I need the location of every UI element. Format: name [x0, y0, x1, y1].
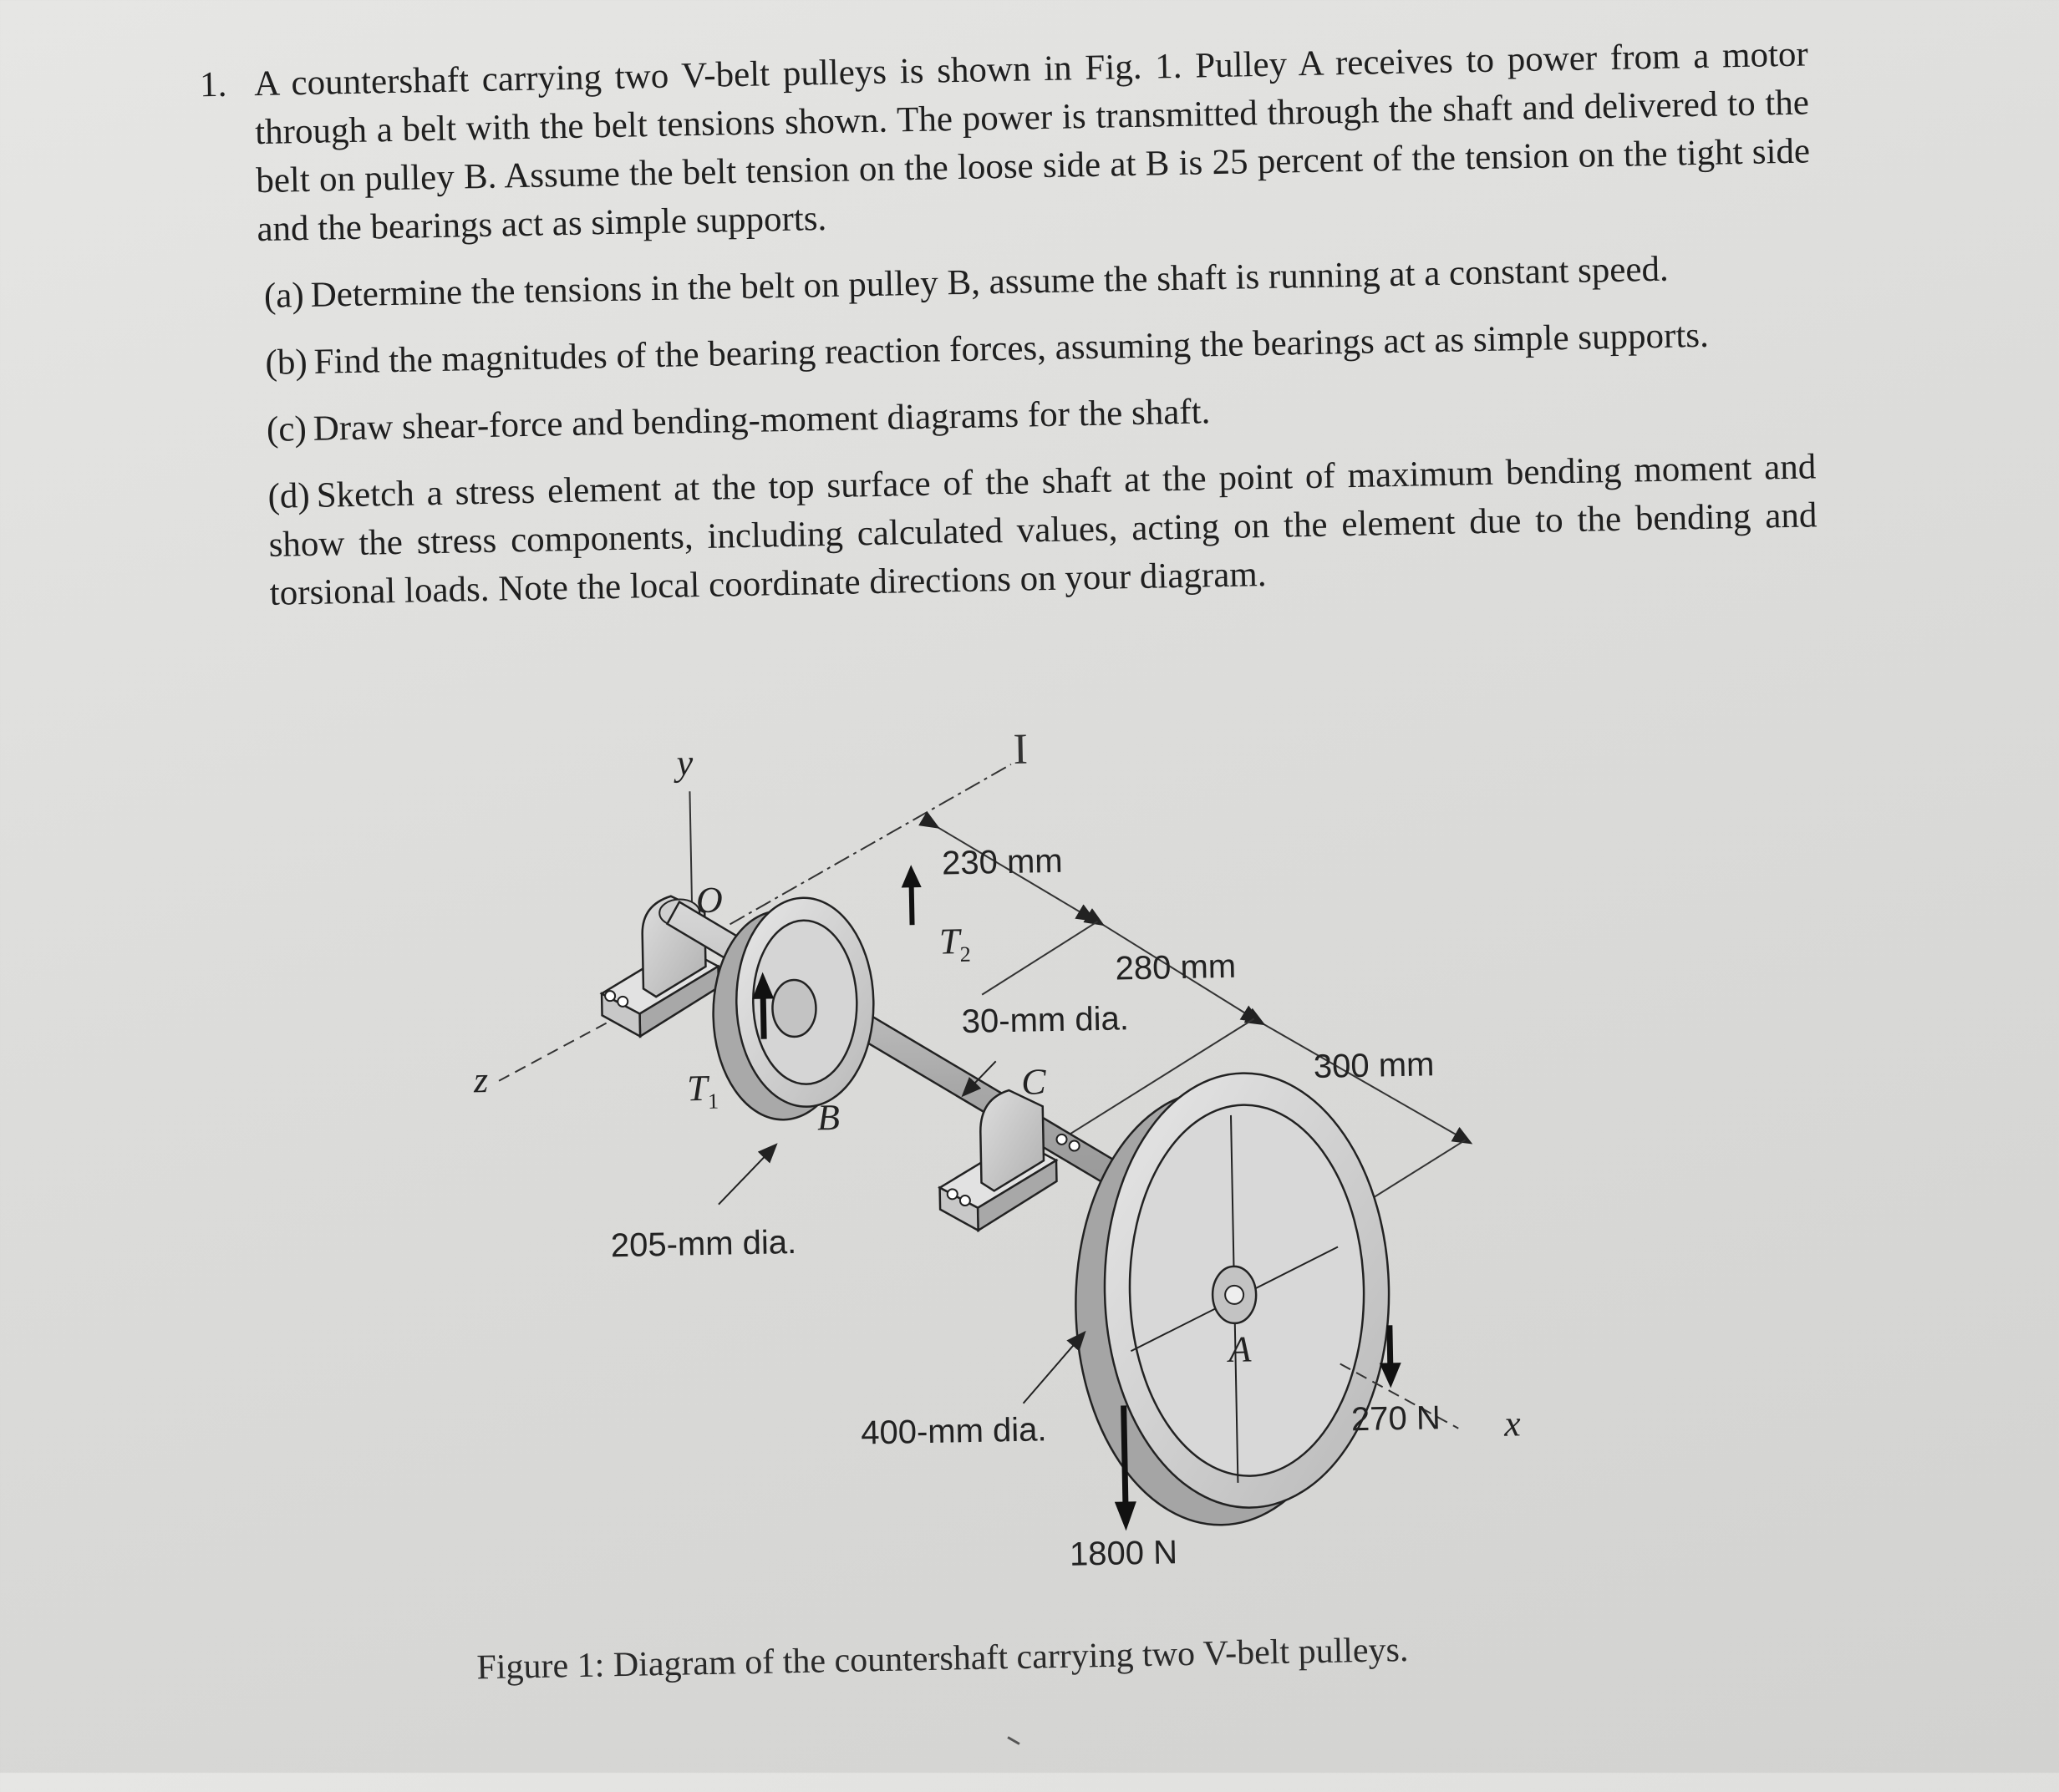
t2-arrowhead — [901, 865, 922, 888]
part-d-text: Sketch a stress element at the top surfa… — [268, 447, 1818, 613]
part-c-text: Draw shear-force and bending-moment diag… — [313, 392, 1211, 449]
axis-y-label: y — [676, 742, 694, 784]
z-axis — [498, 1013, 624, 1082]
ext-line-1 — [981, 921, 1099, 996]
part-c: (c)Draw shear-force and bending-moment d… — [266, 376, 1815, 454]
shaft-dia-label: 30-mm dia. — [961, 1000, 1130, 1041]
dim-300-label: 300 mm — [1313, 1046, 1435, 1086]
t1-label: T1 — [686, 1067, 719, 1114]
bearing-o — [599, 895, 743, 1038]
part-b-text: Find the magnitudes of the bearing react… — [313, 315, 1710, 382]
force-1800-label: 1800 N — [1069, 1534, 1178, 1573]
shaft-centerline-top — [730, 764, 1012, 926]
pulley-a-dia-label: 400-mm dia. — [860, 1411, 1047, 1452]
part-b: (b)Find the magnitudes of the bearing re… — [265, 309, 1814, 388]
problem-1: 1. A countershaft carrying two V-belt pu… — [200, 30, 1818, 619]
pulley-a-label: A — [1228, 1328, 1252, 1371]
part-d: (d)Sketch a stress element at the top su… — [267, 443, 1818, 618]
countershaft-drawing — [498, 764, 1473, 1531]
countershaft-figure: y z x O 230 mm 280 mm 300 mm 30-mm dia. … — [425, 698, 1611, 1573]
problem-statement: A countershaft carrying two V-belt pulle… — [253, 34, 1811, 250]
dim-230-label: 230 mm — [941, 842, 1064, 882]
y-axis — [689, 791, 694, 905]
leader-30 — [961, 1060, 997, 1098]
dim-230-line — [918, 810, 1097, 922]
figure-caption: Figure 1: Diagram of the countershaft ca… — [476, 1630, 1409, 1688]
axis-z-label: z — [473, 1058, 489, 1101]
pulley-b-label: B — [816, 1096, 841, 1139]
ext-line-2 — [1067, 1018, 1255, 1136]
force-1800-arrow — [1121, 1405, 1129, 1510]
part-a-text: Determine the tensions in the belt on pu… — [310, 249, 1670, 315]
force-1800-arrowhead — [1114, 1501, 1136, 1531]
part-c-label: (c) — [266, 409, 308, 449]
x-axis — [1340, 1363, 1459, 1429]
problem-number: 1. — [199, 64, 227, 105]
origin-label: O — [695, 879, 724, 921]
dim-280-line — [1083, 908, 1262, 1023]
force-270-arrowhead — [1379, 1363, 1401, 1388]
dim-300-line — [1243, 1008, 1473, 1145]
pulley-a — [1075, 1072, 1390, 1526]
leader-205 — [718, 1143, 778, 1206]
part-a: (a)Determine the tensions in the belt on… — [263, 242, 1812, 321]
part-b-label: (b) — [265, 342, 308, 383]
part-a-label: (a) — [263, 276, 305, 316]
part-d-label: (d) — [267, 475, 311, 516]
force-270-label: 270 N — [1350, 1399, 1441, 1439]
leader-400 — [1022, 1330, 1086, 1404]
pulley-b — [712, 896, 875, 1121]
t1-arrowhead — [752, 972, 775, 999]
dim-280-label: 280 mm — [1115, 947, 1237, 987]
pulley-b-dia-label: 205-mm dia. — [610, 1223, 797, 1265]
axis-x-label: x — [1503, 1403, 1522, 1444]
bearing-c-label: C — [1020, 1061, 1047, 1103]
bearing-c — [938, 1089, 1080, 1232]
t2-label: T2 — [938, 921, 972, 967]
